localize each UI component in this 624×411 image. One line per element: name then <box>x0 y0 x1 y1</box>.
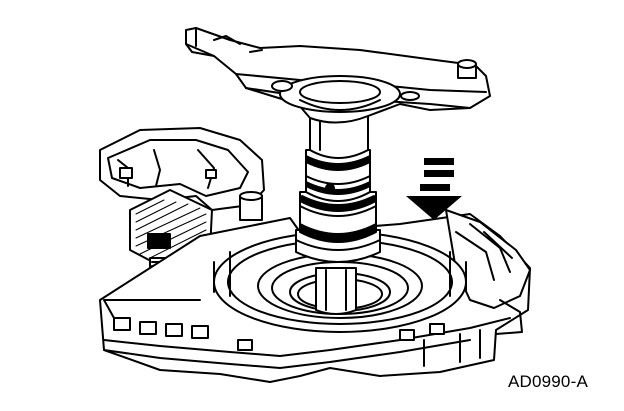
pump-body-plate <box>186 28 490 123</box>
shaft <box>316 268 356 314</box>
figure-code: AD0990-A <box>507 372 588 391</box>
sleeve-assembly <box>296 110 380 262</box>
down-arrow-icon <box>406 158 462 220</box>
